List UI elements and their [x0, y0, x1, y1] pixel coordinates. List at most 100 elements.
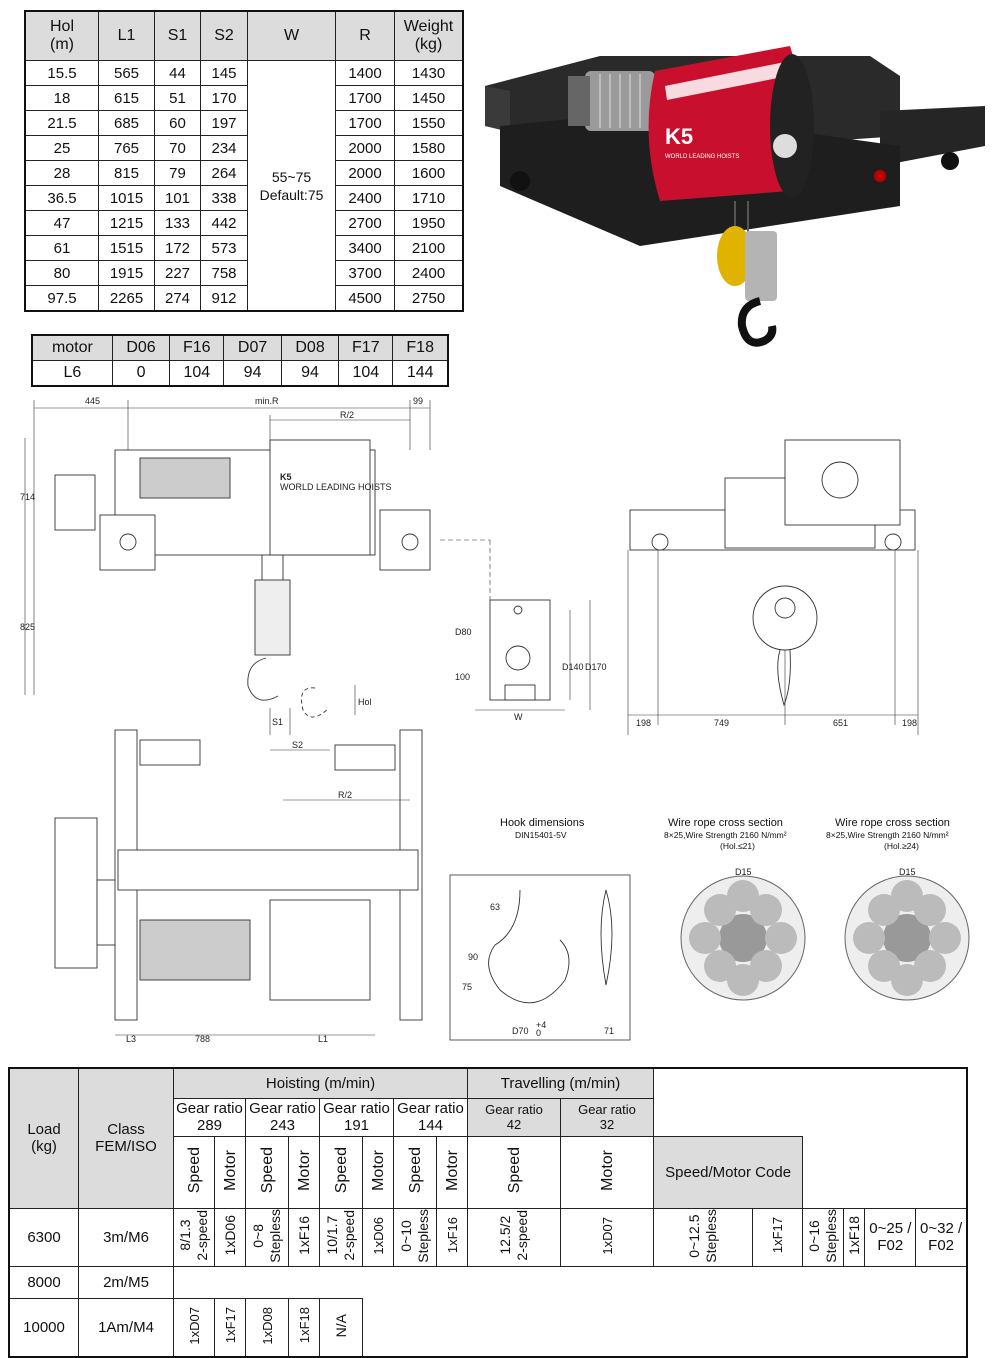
g191-motor-b-cell: 1xD08 — [245, 1298, 289, 1358]
indicator-light — [874, 170, 886, 182]
class-cell: 2m/M5 — [78, 1266, 174, 1300]
l6-cell: 0 — [111, 360, 171, 387]
girder-end — [485, 86, 510, 131]
cross-section — [475, 599, 591, 711]
dim-749: 749 — [714, 718, 729, 728]
class-header: Class FEM/ISO — [78, 1067, 174, 1209]
col-weight-label: Weight (kg) — [403, 18, 454, 53]
hook-d71: 71 — [604, 1026, 614, 1036]
g243-motor2-cell: 1xF16 — [436, 1207, 468, 1268]
class-header-label: Class FEM/ISO — [95, 1121, 157, 1156]
dimension-cell: 442 — [200, 210, 248, 236]
g191-speed-text: 12.5/2 2-speed — [497, 1210, 530, 1261]
dimension-cell: 79 — [154, 160, 201, 186]
dimension-cell: 1710 — [394, 185, 464, 211]
speed-header: Speed — [467, 1135, 561, 1209]
dim-d80: D80 — [455, 627, 472, 637]
drawing-tagline: WORLD LEADING HOISTS — [280, 482, 392, 492]
perf-row: 6300 3m/M6 8/1.3 2-speed 1xD06 0~8 Stepl… — [8, 1207, 968, 1268]
col-l1: L1 — [98, 10, 155, 61]
gear-42-header: Gear ratio 42 — [467, 1097, 561, 1137]
g191-motor-text: 1xD07 — [599, 1216, 615, 1255]
motor-header: Motor — [288, 1135, 320, 1209]
dimension-cell: 685 — [98, 110, 155, 136]
dimension-cell: 60 — [154, 110, 201, 136]
dimension-cell: 145 — [200, 60, 248, 86]
g289-speed2-text: 0~8 Stepless — [250, 1208, 283, 1263]
dimension-cell: 172 — [154, 235, 201, 261]
g191-speed2-text: 0~12.5 Stepless — [685, 1208, 719, 1263]
hoist-photo: K5 WORLD LEADING HOISTS — [485, 46, 985, 347]
drum-stripe — [665, 62, 788, 100]
col-hol: Hol (m) — [24, 10, 99, 61]
load-header-label: Load (kg) — [27, 1121, 61, 1156]
dimension-cell: 2750 — [394, 285, 464, 312]
dimension-cell: 1515 — [98, 235, 155, 261]
speed-header: Speed — [173, 1135, 215, 1209]
gear-243-header: Gear ratio 243 — [245, 1097, 320, 1137]
dimension-cell: 170 — [200, 85, 248, 111]
dimension-cell: 264 — [200, 160, 248, 186]
gearbox-cover — [773, 134, 797, 158]
motor-header: Motor — [436, 1135, 468, 1209]
motor-header: Motor — [214, 1135, 246, 1209]
girder-right — [880, 106, 985, 166]
hook-d75: 75 — [462, 982, 472, 992]
g243-speed-cell: 10/1.7 2-speed — [319, 1207, 363, 1268]
travel-32-cell: 0~32 / F02 — [915, 1207, 968, 1268]
motor-cell: F16 — [169, 334, 225, 361]
gear-32-label: Gear ratio 32 — [578, 1102, 636, 1132]
travel-42-cell: 0~25 / F02 — [864, 1207, 917, 1268]
speed-header: Speed — [393, 1135, 437, 1209]
gear-42-label: Gear ratio 42 — [485, 1102, 543, 1132]
wheel — [941, 152, 959, 170]
g191-motor2-cell: 1xF17 — [751, 1207, 804, 1268]
perf-header-row-1: Load (kg) Class FEM/ISO Hoisting (m/min)… — [8, 1067, 967, 1209]
class-cell: 3m/M6 — [78, 1207, 174, 1268]
dim-w: W — [514, 712, 523, 722]
dimension-cell: 1430 — [394, 60, 464, 86]
rope2-dia: D15 — [899, 867, 916, 877]
dimension-cell: 44 — [154, 60, 201, 86]
rope1-title: Wire rope cross section — [668, 817, 783, 829]
g144-motor-cell-text: 1xF18 — [845, 1215, 862, 1255]
g191-speed2-cell: 0~12.5 Stepless — [653, 1207, 753, 1268]
dim-198b: 198 — [902, 718, 917, 728]
dim-445: 445 — [85, 396, 100, 406]
dimension-cell: 1400 — [335, 60, 395, 86]
wheel — [510, 171, 530, 191]
g243-speed2-cell: 0~10 Stepless — [393, 1207, 437, 1268]
speed-label: Speed — [505, 1146, 523, 1194]
g144-speed-cell-text: 0~16 Stepless — [806, 1208, 840, 1263]
gear-32-header: Gear ratio 32 — [560, 1097, 654, 1137]
dimension-cell: 338 — [200, 185, 248, 211]
speed-label: Speed — [185, 1146, 203, 1194]
dimension-cell: 912 — [200, 285, 248, 312]
motor-cell: D06 — [111, 334, 171, 361]
dimension-cell: 51 — [154, 85, 201, 111]
dimension-cell: 61 — [24, 235, 99, 261]
performance-table: Load (kg) Class FEM/ISO Hoisting (m/min)… — [8, 1067, 968, 1358]
hook-drawing — [449, 874, 631, 1041]
g144-speed-cell: 0~16 Stepless — [802, 1207, 845, 1268]
dimension-cell: 1015 — [98, 185, 155, 211]
dimension-cell: 47 — [24, 210, 99, 236]
dimension-cell: 133 — [154, 210, 201, 236]
g243-motor2-text: 1xF16 — [444, 1217, 460, 1254]
plan-half-r: R/2 — [338, 790, 352, 800]
g243-motor-b-cell: 1xD07 — [173, 1298, 215, 1358]
side-view — [627, 439, 919, 735]
dimension-cell: 1950 — [394, 210, 464, 236]
motor-header: Motor — [362, 1135, 394, 1209]
load-cell: 6300 — [8, 1207, 79, 1268]
speed-header: Speed — [319, 1135, 363, 1209]
dim-99: 99 — [413, 396, 423, 406]
dim-714: 714 — [20, 492, 35, 502]
drawing-brand: K5 — [280, 472, 292, 482]
dim-min-r: min.R — [255, 396, 279, 406]
col-r: R — [335, 10, 395, 61]
motor-cell: motor — [31, 334, 113, 361]
g243-speed2-text: 0~10 Stepless — [398, 1208, 431, 1263]
dimension-cell: 615 — [98, 85, 155, 111]
